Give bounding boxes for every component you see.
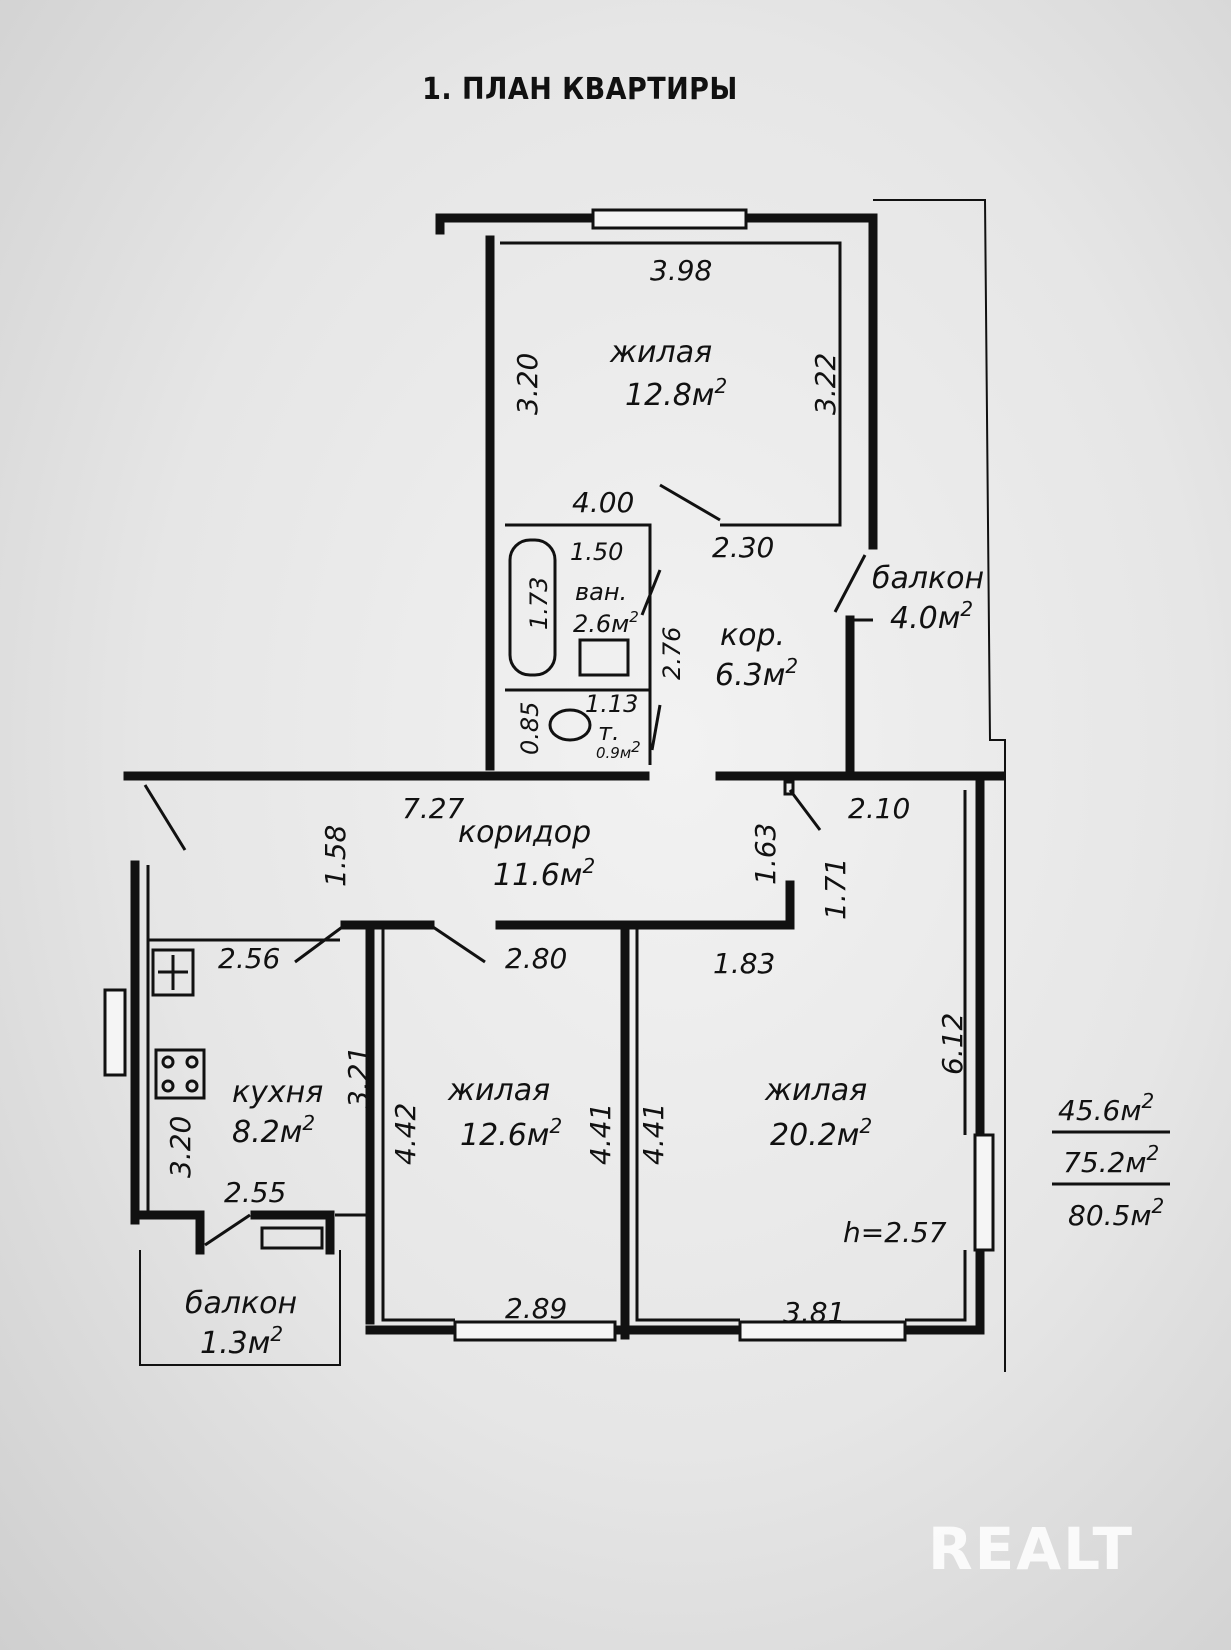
dim-height-left: 3.20	[164, 1116, 197, 1178]
bathtub-icon	[508, 538, 557, 677]
room-area: 1.3м2	[200, 1322, 283, 1361]
area-totals: 45.6м2 75.2м2 80.5м2	[1052, 1089, 1170, 1232]
room-label: коридор	[458, 815, 591, 850]
room-area: 8.2м2	[232, 1111, 315, 1150]
window-kitchen	[103, 988, 127, 1077]
dim-height: 3.21	[342, 1046, 375, 1108]
room-area: 0.9м2	[596, 738, 641, 762]
total-area: 75.2м2	[1063, 1141, 1159, 1179]
room-area: 2.6м2	[573, 608, 639, 638]
dim-1: 4.00	[572, 486, 634, 519]
dim-height-left: 3.20	[511, 353, 544, 415]
room-area: 12.6м2	[460, 1114, 562, 1153]
fixtures	[151, 538, 795, 1250]
dim-width-top: 2.80	[505, 942, 567, 975]
room-bathroom: 1.50 1.73 ван. 2.6м2 2.76	[525, 538, 686, 680]
window-bedroom-mid	[453, 1320, 617, 1342]
realt-watermark-logo: REALT	[928, 1515, 1135, 1583]
room-label: кор.	[720, 618, 785, 653]
living-area-total: 45.6м2	[1058, 1089, 1154, 1127]
dim-width: 7.27	[402, 792, 465, 825]
dim-height-right: 3.22	[809, 353, 842, 415]
stove-icon	[154, 1048, 206, 1100]
room-bedroom-mid: 2.80 жилая 12.6м2 4.42 4.41 2.89	[389, 942, 617, 1325]
room-label: жилая	[764, 1073, 867, 1108]
window-living-right	[973, 1133, 995, 1252]
room-toilet: 1.13 0.85 т. 0.9м2	[516, 690, 641, 762]
dim-width-top: 1.83	[713, 947, 775, 980]
dim-height-right: 4.41	[584, 1103, 617, 1165]
ceiling-height: h=2.57	[843, 1216, 947, 1249]
dim-width-bottom: 2.89	[505, 1292, 567, 1325]
dim-height-2: 2.76	[658, 627, 686, 680]
room-label: жилая	[609, 335, 712, 370]
room-living: 1.83 жилая 20.2м2 4.41 6.12 h=2.57 3.81	[637, 947, 969, 1329]
window-living-bottom	[738, 1320, 907, 1342]
doors	[143, 483, 867, 1247]
dim-width-2: 2.10	[848, 792, 910, 825]
room-label: балкон	[872, 561, 984, 596]
windows	[103, 208, 995, 1342]
kitchen-sink-icon	[151, 948, 195, 997]
walls	[123, 199, 1006, 1372]
dim-width: 1.13	[585, 690, 638, 718]
dim-height-left: 4.42	[389, 1103, 422, 1165]
dim-2: 2.30	[712, 531, 774, 564]
dim-width: 1.50	[570, 538, 623, 566]
dim-height-2: 1.63	[749, 823, 782, 885]
toilet-icon	[548, 708, 592, 742]
room-area: 20.2м2	[770, 1114, 872, 1153]
room-area: 6.3м2	[715, 654, 798, 693]
room-label: балкон	[185, 1286, 297, 1321]
room-label: ван.	[575, 578, 627, 606]
room-label: жилая	[447, 1073, 550, 1108]
room-balcony-bottom: балкон 1.3м2	[185, 1286, 297, 1361]
room-area: 12.8м2	[625, 374, 727, 413]
dim-height: 1.73	[525, 577, 553, 630]
plan-title: 1. ПЛАН КВАРТИРЫ	[422, 72, 738, 107]
room-balcony-top: балкон 4.0м2	[872, 561, 984, 636]
dim-height-left: 4.41	[637, 1103, 670, 1165]
room-area: 4.0м2	[890, 597, 973, 636]
room-corridor-small: 4.00 2.30 кор. 6.3м2	[572, 486, 798, 693]
room-area: 11.6м2	[493, 854, 595, 893]
dim-width-bottom: 2.55	[224, 1176, 286, 1209]
room-corridor: 7.27 коридор 11.6м2 1.58 1.63 2.10 1.71	[319, 792, 910, 920]
total-area-with-balconies: 80.5м2	[1068, 1194, 1164, 1232]
dim-height: 1.58	[319, 825, 352, 887]
dim-3: 1.71	[819, 858, 852, 920]
sink-icon	[578, 638, 630, 677]
dim-height-right: 6.12	[936, 1013, 969, 1075]
window-top	[591, 208, 748, 230]
dim-height: 0.85	[516, 702, 544, 755]
dim-width-bottom: 3.81	[783, 1296, 845, 1329]
room-bedroom-top: жилая 12.8м2 3.98 3.20 3.22	[511, 254, 842, 415]
dim-width: 2.56	[218, 942, 280, 975]
room-label: кухня	[232, 1075, 323, 1110]
room-kitchen: 2.56 3.21 кухня 8.2м2 3.20 2.55	[164, 942, 375, 1209]
dim-width: 3.98	[650, 254, 712, 287]
room-label: т.	[598, 718, 620, 746]
